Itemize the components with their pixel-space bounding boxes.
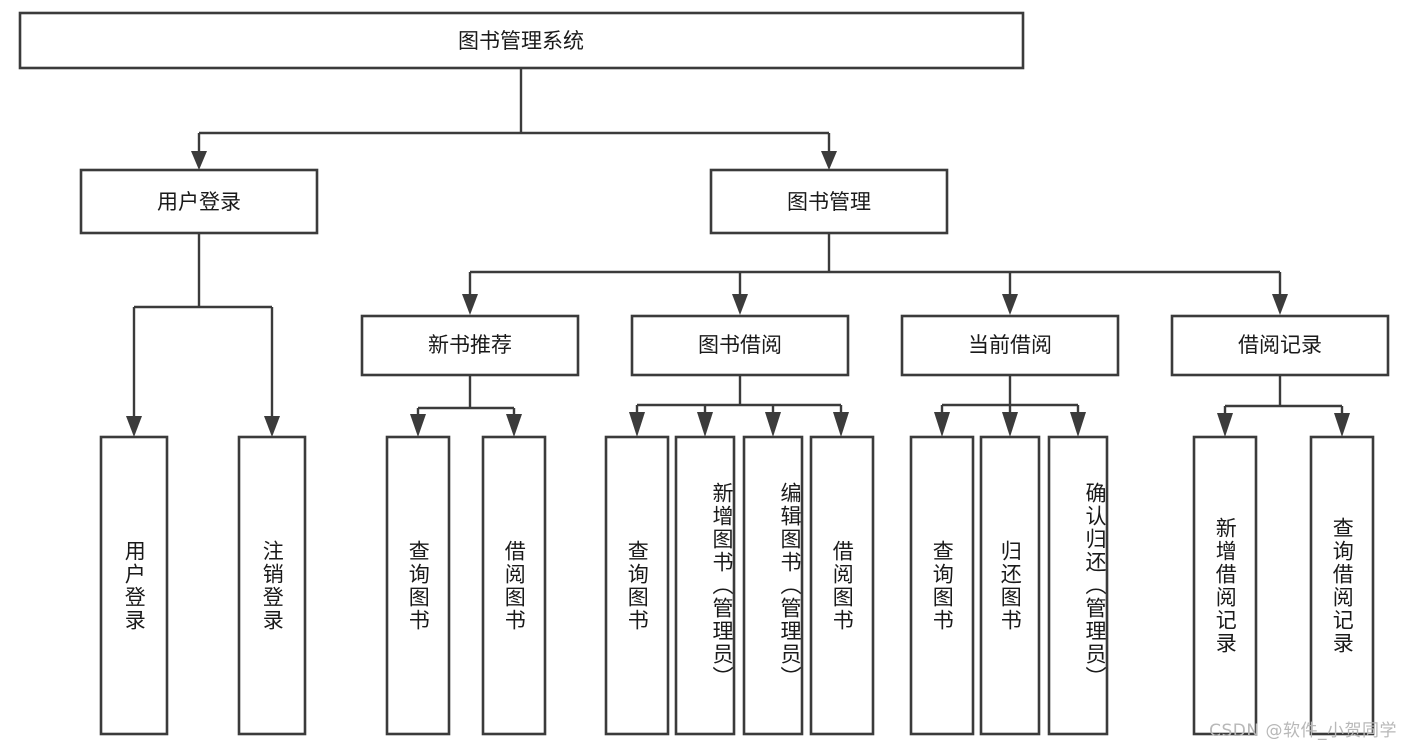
arrow-head-leaf-borrow-book-2 — [833, 412, 849, 437]
connector-borrow-record-to-leaves — [1223, 375, 1344, 416]
node-leaf-add-book-box[interactable] — [674, 435, 736, 736]
node-leaf-logout-login-box[interactable] — [237, 435, 307, 736]
node-new-book-recommend-box[interactable] — [360, 314, 580, 377]
arrow-head-new-book-recommend — [462, 294, 478, 315]
node-user-login-box[interactable] — [79, 168, 319, 235]
node-leaf-query-book-3-box[interactable] — [909, 435, 975, 736]
arrow-head-leaf-return-book — [1002, 412, 1018, 437]
node-leaf-user-login-box[interactable] — [99, 435, 169, 736]
node-book-management[interactable]: 图书管理 — [709, 168, 949, 235]
node-borrow-record-label: 借阅记录 — [1238, 333, 1322, 357]
arrow-head-leaf-edit-book — [765, 412, 781, 437]
arrow-head-leaf-query-book-2 — [629, 412, 645, 437]
node-book-borrow[interactable]: 图书借阅 — [630, 314, 850, 377]
node-new-book-recommend[interactable]: 新书推荐 — [360, 314, 580, 377]
arrow-head-leaf-user-login — [126, 416, 142, 437]
arrow-head-leaf-query-book-3 — [934, 412, 950, 437]
node-leaf-query-book-1-box[interactable] — [385, 435, 451, 736]
connector-book-borrow-to-leaves — [635, 375, 843, 415]
node-leaf-add-record-box[interactable] — [1192, 435, 1258, 736]
arrow-head-user-login — [191, 151, 207, 170]
node-book-management-box[interactable] — [709, 168, 949, 235]
node-borrow-record-box[interactable] — [1170, 314, 1390, 377]
arrow-head-leaf-add-book — [697, 412, 713, 437]
node-leaf-confirm-return-box[interactable] — [1047, 435, 1109, 736]
node-leaf-borrow-book-1-box[interactable] — [481, 435, 547, 736]
node-root[interactable]: 图书管理系统 — [18, 11, 1025, 70]
node-book-management-label: 图书管理 — [787, 190, 871, 214]
connector-current-borrow-to-leaves — [940, 375, 1080, 415]
arrow-head-current-borrow — [1002, 294, 1018, 315]
connector-new-book-recommend-to-leaves — [416, 375, 516, 418]
csdn-watermark: CSDN @软件_小贺同学 — [1209, 721, 1397, 741]
arrow-head-leaf-query-record — [1334, 413, 1350, 437]
node-leaf-edit-book-box[interactable] — [742, 435, 804, 736]
arrow-head-leaf-borrow-book-1 — [506, 414, 522, 437]
arrow-head-book-management — [821, 151, 837, 170]
node-user-login[interactable]: 用户登录 — [79, 168, 319, 235]
node-current-borrow-label: 当前借阅 — [968, 333, 1052, 357]
node-leaf-return-book-box[interactable] — [979, 435, 1041, 736]
node-root-label: 图书管理系统 — [458, 29, 584, 53]
node-root-box[interactable] — [18, 11, 1025, 70]
arrow-head-borrow-record — [1272, 294, 1288, 315]
node-new-book-recommend-label: 新书推荐 — [428, 333, 512, 357]
node-leaf-query-record-box[interactable] — [1309, 435, 1375, 736]
connector-user-login-to-leaves — [132, 233, 274, 418]
arrow-head-leaf-confirm-return — [1070, 412, 1086, 437]
node-user-login-label: 用户登录 — [157, 190, 241, 214]
arrow-head-leaf-add-record — [1217, 413, 1233, 437]
arrow-head-leaf-query-book-1 — [410, 414, 426, 437]
node-current-borrow-box[interactable] — [900, 314, 1120, 377]
node-borrow-record[interactable]: 借阅记录 — [1170, 314, 1390, 377]
node-book-borrow-box[interactable] — [630, 314, 850, 377]
node-current-borrow[interactable]: 当前借阅 — [900, 314, 1120, 377]
leaf-box-group — [99, 435, 1375, 736]
connector-root-to-level2 — [197, 68, 831, 153]
arrow-head-book-borrow — [732, 294, 748, 315]
node-leaf-query-book-2-box[interactable] — [604, 435, 670, 736]
node-book-borrow-label: 图书借阅 — [698, 333, 782, 357]
connector-book-management-to-level3 — [468, 233, 1282, 296]
connector-group — [126, 68, 1350, 437]
node-leaf-borrow-book-2-box[interactable] — [809, 435, 875, 736]
arrow-head-leaf-logout-login — [264, 416, 280, 437]
